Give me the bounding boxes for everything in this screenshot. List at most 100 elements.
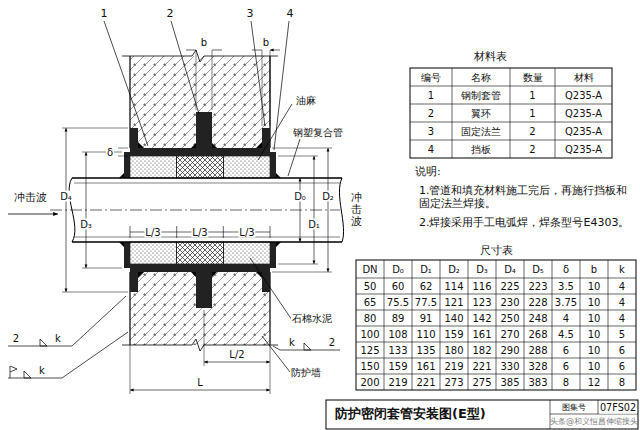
table-header: DN xyxy=(361,264,378,275)
table-cell: 140 xyxy=(443,313,464,324)
callout-number: 2 xyxy=(166,8,175,20)
table-cell: 275 xyxy=(471,377,492,388)
extension-line xyxy=(272,148,332,272)
table-cell: 219 xyxy=(443,361,464,372)
dimension-line xyxy=(314,156,315,264)
leader-line xyxy=(250,104,300,372)
table-cell: 273 xyxy=(443,377,464,388)
table-cell: 10 xyxy=(587,345,602,356)
dimension-label: D₁ xyxy=(307,219,321,230)
table-cell: 6 xyxy=(562,361,570,372)
table-cell: 10 xyxy=(587,313,602,324)
dimension-line xyxy=(86,152,87,268)
table-cell: 10 xyxy=(587,297,602,308)
table-cell: 12 xyxy=(587,377,602,388)
table-cell: 159 xyxy=(387,361,408,372)
weld-symbol-line xyxy=(8,296,340,378)
dimension-label: D₂ xyxy=(321,191,335,202)
table-header: 数量 xyxy=(522,72,544,83)
note-text: 2.焊接采用手工电弧焊，焊条型号E4303。 xyxy=(418,216,632,229)
dimension-label: L/3 xyxy=(191,227,208,238)
table-header: D₄ xyxy=(503,264,517,275)
fixed-flange xyxy=(130,272,138,292)
material-table-grid xyxy=(410,68,612,158)
table-cell: 219 xyxy=(387,377,408,388)
dimension-line xyxy=(66,128,67,292)
part-label: 防护墙 xyxy=(290,367,322,378)
baffle-plate xyxy=(270,242,276,268)
dimension-label: D₀ xyxy=(293,191,307,202)
weld-symbol-label: k xyxy=(54,333,62,344)
dimension-label: D₃ xyxy=(79,219,93,230)
table-header: D₅ xyxy=(531,264,545,275)
table-cell: 161 xyxy=(471,329,492,340)
dimension-label: L xyxy=(196,377,204,388)
table-cell: 142 xyxy=(471,313,492,324)
table-header: δ xyxy=(562,264,570,275)
table-cell: 1 xyxy=(528,90,536,101)
packing xyxy=(223,156,270,178)
table-cell: 10 xyxy=(587,361,602,372)
table-cell: 180 xyxy=(443,345,464,356)
table-cell: 6 xyxy=(618,361,626,372)
note-text: 1.管道和填充材料施工完后，再施行挡板和固定法兰焊接。 xyxy=(418,184,632,210)
table-cell: 228 xyxy=(527,297,548,308)
callout-number: 3 xyxy=(246,8,255,20)
table-cell: 221 xyxy=(415,377,436,388)
table-cell: 4 xyxy=(618,313,626,324)
break-line xyxy=(122,50,278,62)
table-cell: 固定法兰 xyxy=(460,126,502,137)
table-cell: 200 xyxy=(359,377,380,388)
table-cell: 1 xyxy=(528,108,536,119)
wall-hatch xyxy=(130,56,270,148)
table-header: 编号 xyxy=(420,72,442,83)
packing xyxy=(177,242,224,264)
table-cell: 89 xyxy=(391,313,406,324)
table-cell: 8 xyxy=(562,377,570,388)
table-cell: 65 xyxy=(363,297,378,308)
material-table-border xyxy=(410,68,612,158)
weld-symbol-label: k xyxy=(38,365,46,376)
table-cell: 80 xyxy=(363,313,378,324)
table-cell: Q235-A xyxy=(564,126,603,137)
fillet-weld-symbol xyxy=(24,339,311,378)
table-cell: 6 xyxy=(562,345,570,356)
dimension-arrow xyxy=(186,50,280,51)
table-header: k xyxy=(618,264,626,275)
packing xyxy=(223,242,270,264)
table-cell: 91 xyxy=(419,313,434,324)
dimension-label: L/2 xyxy=(228,349,245,360)
table-cell: 288 xyxy=(527,345,548,356)
table-cell: 290 xyxy=(499,345,520,356)
table-header: D₀ xyxy=(391,264,405,275)
center-line xyxy=(50,210,340,211)
title-block-grid xyxy=(550,400,638,429)
table-cell: 225 xyxy=(499,281,520,292)
table-cell: 4.5 xyxy=(557,329,575,340)
table-cell: 385 xyxy=(499,377,520,388)
weld-symbol-label: k xyxy=(288,337,296,348)
table-title: 材料表 xyxy=(473,51,508,63)
part-label: 石棉水泥 xyxy=(291,313,333,324)
drawing-title: 防护密闭套管安装图(E型) xyxy=(334,407,487,421)
shock-wave-label: 冲击波 xyxy=(13,192,48,204)
table-title: 尺寸表 xyxy=(479,245,514,257)
baffle-plate xyxy=(124,242,130,268)
table-cell: 125 xyxy=(359,345,380,356)
table-cell: 挡板 xyxy=(470,144,492,155)
table-cell: 4 xyxy=(618,281,626,292)
table-cell: 330 xyxy=(499,361,520,372)
table-cell: 77.5 xyxy=(414,297,438,308)
fixed-flange xyxy=(130,128,138,148)
dimension-label: L/3 xyxy=(144,227,161,238)
table-cell: 182 xyxy=(471,345,492,356)
part-label: 油麻 xyxy=(295,95,317,106)
table-cell: 230 xyxy=(499,297,520,308)
table-cell: Q235-A xyxy=(564,108,603,119)
steel-sleeve xyxy=(130,264,270,272)
break-line xyxy=(122,339,278,351)
table-cell: 221 xyxy=(471,361,492,372)
extension-line xyxy=(62,128,128,292)
table-header: b xyxy=(590,264,598,275)
weld-symbol-label: 2 xyxy=(12,333,20,344)
